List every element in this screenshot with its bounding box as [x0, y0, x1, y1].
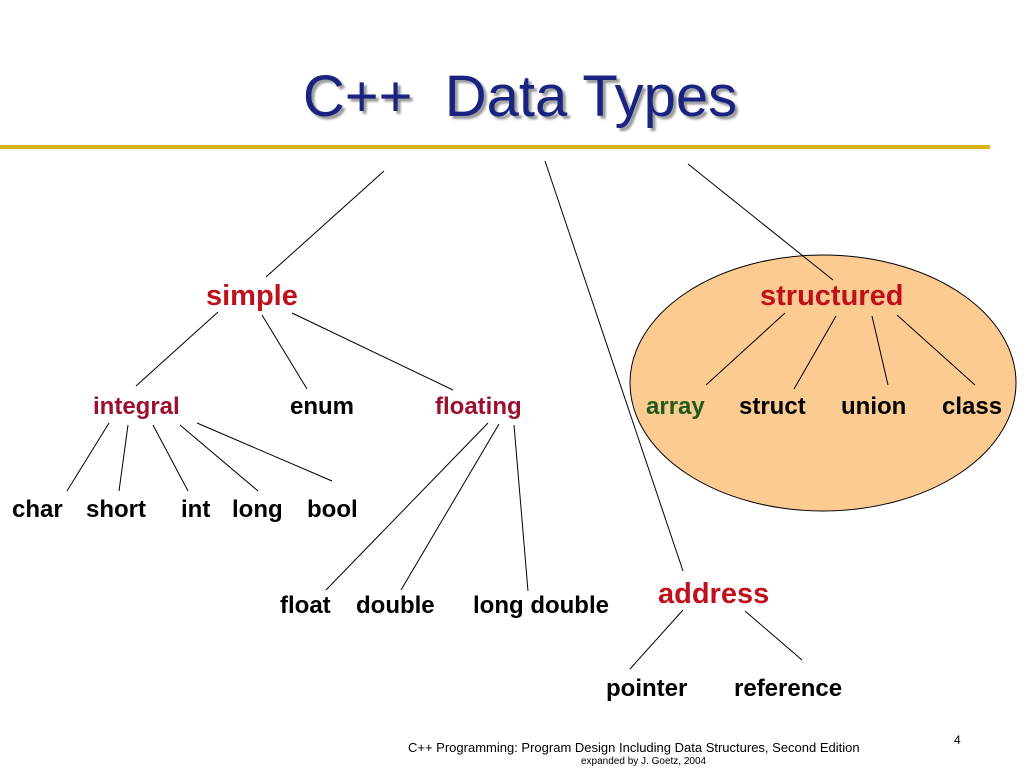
- connector-root-address: [544, 160, 684, 572]
- type-int: int: [181, 496, 211, 523]
- subcategory-enum: enum: [290, 393, 355, 420]
- category-simple: simple: [206, 280, 298, 312]
- connector-integral-char: [66, 422, 110, 492]
- connector-simple-enum: [261, 314, 308, 390]
- connector-root-simple: [265, 170, 385, 278]
- category-address: address: [658, 578, 770, 610]
- connector-structured-class: [896, 314, 976, 386]
- category-structured: structured: [760, 280, 904, 312]
- connector-simple-integral: [135, 311, 219, 387]
- page-number: 4: [954, 733, 961, 747]
- connector-floating-long-double: [513, 424, 529, 592]
- subcategory-floating: floating: [435, 393, 522, 420]
- connector-address-reference: [744, 610, 803, 661]
- type-bool: bool: [307, 496, 358, 523]
- subcategory-integral: integral: [93, 393, 180, 420]
- type-union: union: [841, 393, 907, 420]
- type-long: long: [232, 496, 283, 523]
- connector-structured-array: [705, 312, 786, 386]
- type-class: class: [942, 393, 1003, 420]
- footer-credit: expanded by J. Goetz, 2004: [581, 756, 707, 767]
- type-reference: reference: [734, 675, 843, 702]
- connector-integral-long: [179, 424, 259, 492]
- type-double: double: [356, 592, 435, 619]
- slide-title: C++ Data Types: [302, 64, 738, 129]
- connector-structured-union: [871, 315, 889, 386]
- connector-floating-float: [325, 422, 489, 591]
- connector-root-structured: [687, 163, 834, 281]
- connector-integral-bool: [196, 422, 333, 482]
- connector-address-pointer: [629, 609, 684, 670]
- title-rule: [0, 145, 990, 149]
- type-long-double: long double: [473, 592, 609, 619]
- footer-text: C++ Programming: Program Design Includin…: [408, 740, 860, 755]
- type-char: char: [12, 496, 63, 523]
- type-array: array: [646, 393, 705, 420]
- type-float: float: [280, 592, 331, 619]
- connector-simple-floating: [291, 312, 454, 391]
- type-struct: struct: [739, 393, 806, 420]
- connector-floating-double: [400, 423, 500, 591]
- type-pointer: pointer: [606, 675, 688, 702]
- connector-integral-int: [152, 424, 189, 492]
- structured-highlight-ellipse: [629, 254, 1017, 512]
- connector-integral-short: [118, 424, 129, 492]
- connector-structured-struct: [793, 315, 837, 390]
- type-short: short: [86, 496, 146, 523]
